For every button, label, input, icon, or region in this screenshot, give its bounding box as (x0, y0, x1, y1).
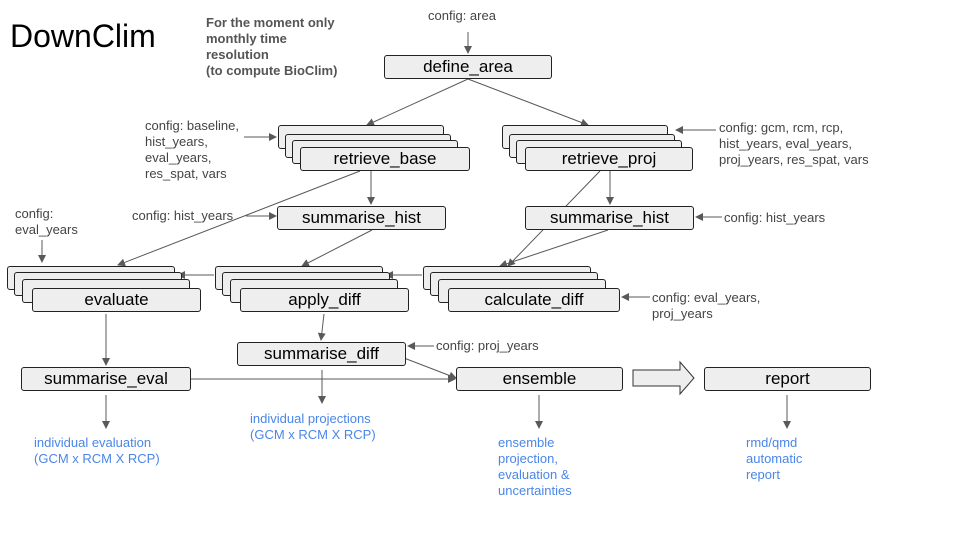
config-line: eval_years, (145, 150, 212, 165)
config-baseline: config: baseline, hist_years, eval_years… (145, 118, 239, 182)
output-line: individual projections (250, 411, 371, 426)
config-line: config: eval_years, (652, 290, 761, 305)
arrow (366, 78, 469, 126)
config-hist-left: config: hist_years (132, 208, 234, 223)
arrow (467, 78, 589, 127)
output-line: (GCM x RCM X RCP) (250, 427, 376, 442)
config-line: proj_years, res_spat, vars (719, 152, 869, 167)
output-line: projection, (498, 451, 558, 466)
config-line: config: gcm, rcm, rcp, (719, 120, 844, 135)
note-line: monthly time (206, 31, 287, 46)
config-proj-years: config: proj_years (436, 338, 539, 353)
output-line: (GCM x RCM X RCP) (34, 451, 160, 466)
output-line: individual evaluation (34, 435, 152, 450)
node-summarise-eval: summarise_eval (21, 367, 191, 391)
arrow (301, 229, 373, 267)
output-ensemble: ensemble projection, evaluation & uncert… (498, 435, 572, 499)
node-summarise-diff: summarise_diff (237, 342, 406, 366)
output-line: rmd/qmd (746, 435, 798, 450)
arrow (317, 313, 326, 341)
config-line: config: baseline, (145, 118, 239, 133)
config-line: hist_years, eval_years, (719, 136, 852, 151)
node-calculate-diff: calculate_diff (448, 288, 620, 312)
node-ensemble: ensemble (456, 367, 623, 391)
config-calc: config: eval_years, proj_years (652, 290, 760, 322)
node-evaluate: evaluate (32, 288, 201, 312)
output-line: uncertainties (498, 483, 572, 498)
config-eval: config: eval_years (15, 206, 78, 238)
config-hist-right: config: hist_years (724, 210, 826, 225)
config-line: hist_years, (145, 134, 208, 149)
config-line: config: (15, 206, 54, 221)
diagram-title: DownClim (10, 18, 156, 54)
output-report: rmd/qmd automatic report (746, 435, 802, 483)
config-line: res_spat, vars (145, 166, 227, 181)
arrow (499, 229, 609, 268)
output-individual-evaluation: individual evaluation (GCM x RCM X RCP) (34, 435, 160, 467)
config-area: config: area (428, 8, 496, 23)
output-line: automatic (746, 451, 803, 466)
note-line: (to compute BioClim) (206, 63, 338, 78)
arrow (403, 357, 457, 380)
node-report: report (704, 367, 871, 391)
node-define-area: define_area (384, 55, 552, 79)
note-line: For the moment only (206, 15, 335, 30)
output-line: report (746, 467, 780, 482)
config-line: eval_years (15, 222, 78, 237)
node-summarise-hist-right: summarise_hist (525, 206, 694, 230)
resolution-note: For the moment only monthly time resolut… (206, 15, 356, 79)
node-summarise-hist-left: summarise_hist (277, 206, 446, 230)
block-arrow (632, 360, 695, 396)
output-line: ensemble (498, 435, 555, 450)
node-apply-diff: apply_diff (240, 288, 409, 312)
arrow (117, 170, 361, 267)
config-line: proj_years (652, 306, 713, 321)
output-individual-projections: individual projections (GCM x RCM X RCP) (250, 411, 376, 443)
config-proj: config: gcm, rcm, rcp, hist_years, eval_… (719, 120, 869, 168)
output-line: evaluation & (498, 467, 570, 482)
node-retrieve-proj: retrieve_proj (525, 147, 693, 171)
node-retrieve-base: retrieve_base (300, 147, 470, 171)
note-line: resolution (206, 47, 269, 62)
